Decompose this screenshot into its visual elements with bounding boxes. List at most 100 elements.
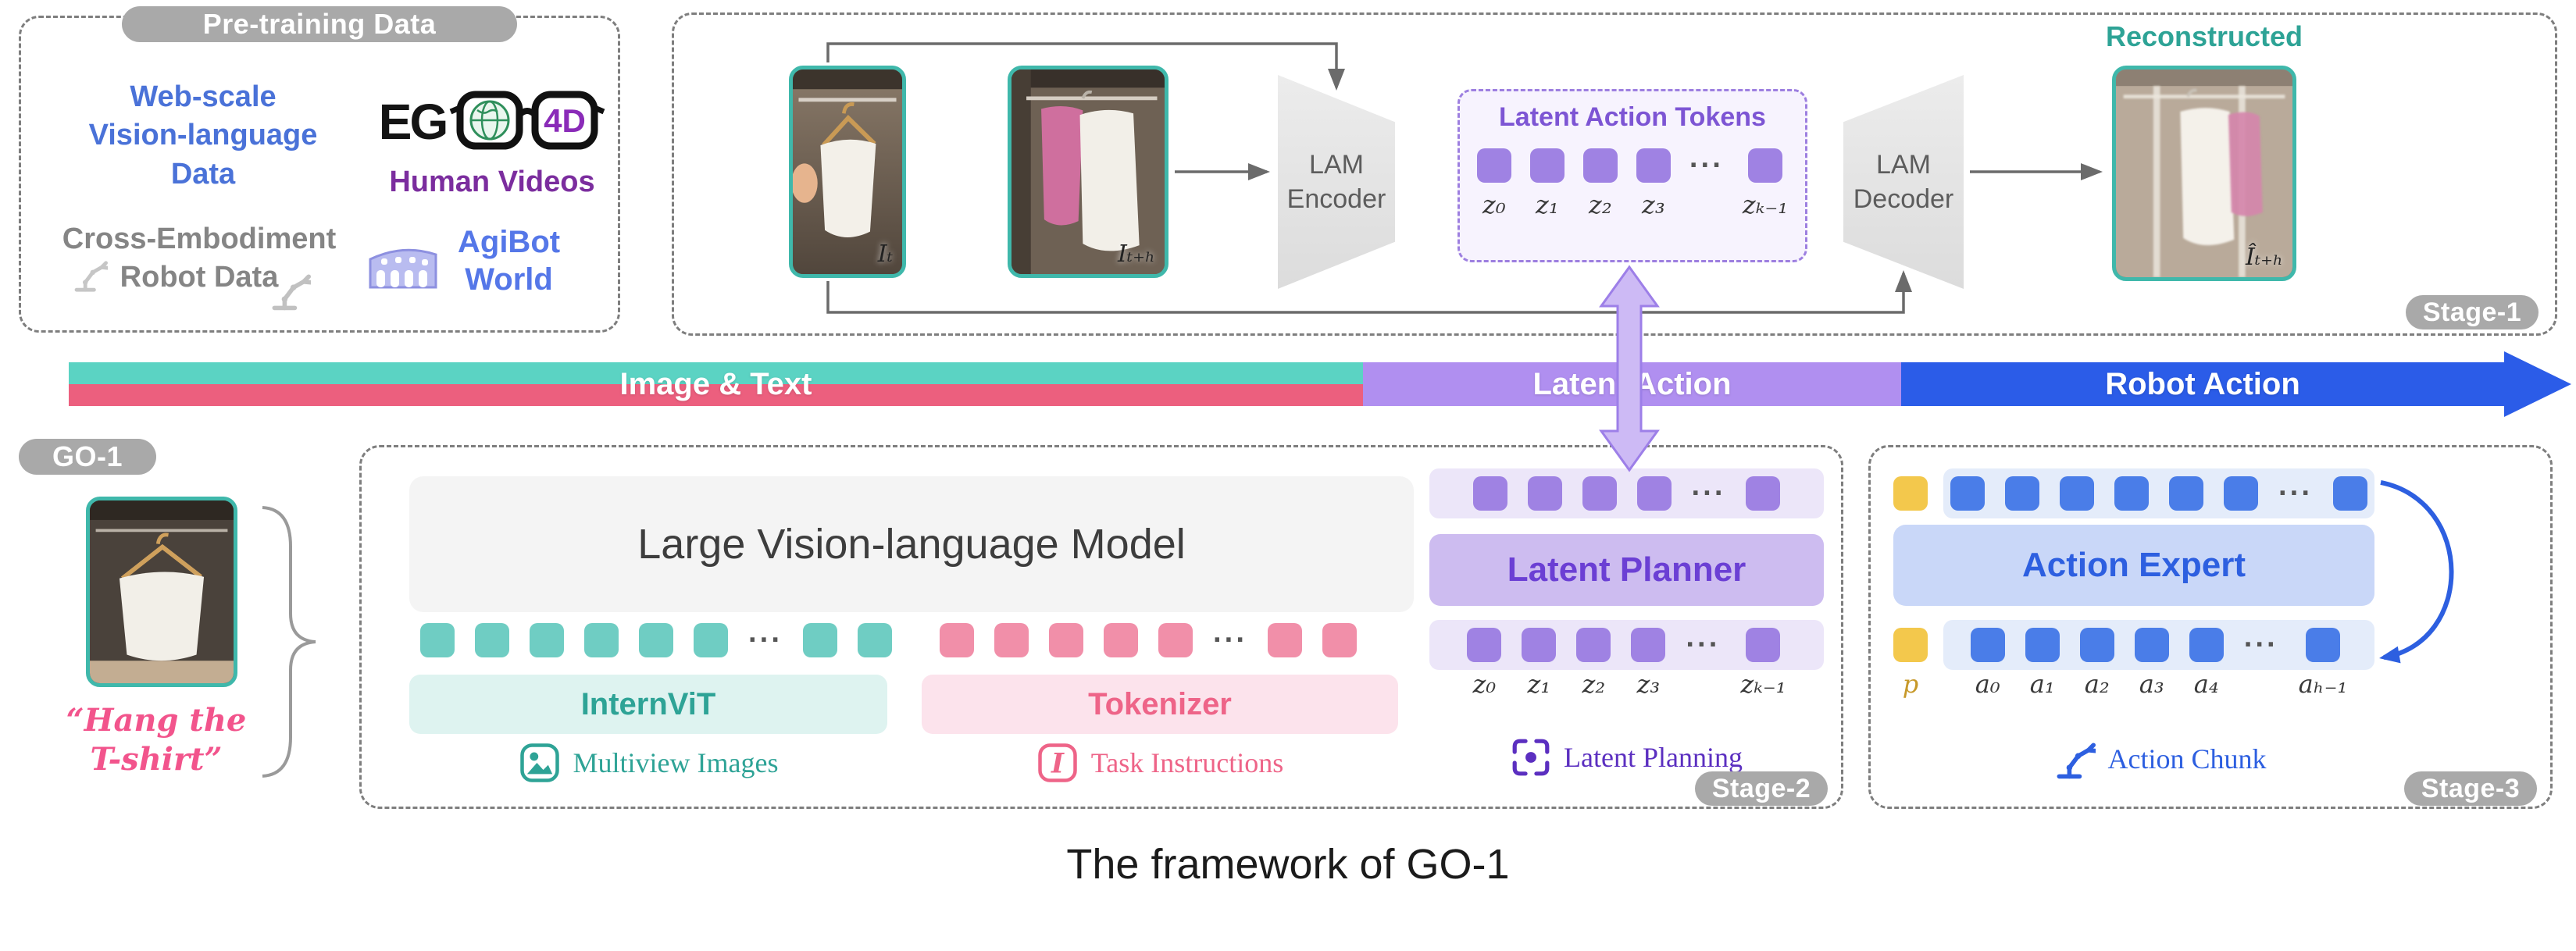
token-square bbox=[1893, 628, 1928, 662]
token: p bbox=[1893, 628, 1928, 696]
token bbox=[2114, 476, 2150, 511]
token-square bbox=[1522, 628, 1557, 662]
token-square bbox=[694, 623, 729, 657]
token-ellipsis: ··· bbox=[1213, 623, 1247, 657]
ego4d-logo: EG 4D bbox=[359, 87, 625, 156]
go1-badge: GO-1 bbox=[19, 439, 156, 475]
multiview-images-icon bbox=[519, 743, 559, 782]
multiview-images-label: Multiview Images bbox=[573, 747, 779, 778]
token-label: aₕ₋₁ bbox=[2298, 669, 2348, 699]
token bbox=[530, 623, 565, 657]
token bbox=[639, 623, 674, 657]
token: z₀ bbox=[1476, 148, 1511, 217]
pretraining-title-badge: Pre-training Data bbox=[122, 6, 517, 42]
closet-photo-art bbox=[90, 500, 234, 683]
expert-input-token-row: ··· bbox=[1943, 468, 2374, 511]
token-label: z₂ bbox=[1589, 190, 1612, 219]
token-square bbox=[2305, 628, 2340, 662]
token-square bbox=[940, 623, 975, 657]
action-chunk-label: Action Chunk bbox=[2107, 743, 2267, 775]
token-square bbox=[1267, 623, 1302, 657]
stage3-box bbox=[1868, 445, 2553, 809]
cross-embodiment-label: Cross-Embodiment Robot Data bbox=[62, 223, 337, 294]
token-square bbox=[1636, 148, 1671, 183]
task-instructions-icon: I bbox=[1038, 743, 1077, 782]
reconstructed-frame-label: Îₜ₊ₕ bbox=[2245, 244, 2283, 271]
token-square bbox=[857, 623, 892, 657]
token-square bbox=[639, 623, 674, 657]
figure-caption: The framework of GO-1 bbox=[1066, 841, 1510, 888]
token-square bbox=[1467, 628, 1502, 662]
token-square bbox=[1104, 623, 1139, 657]
globe-icon bbox=[469, 100, 510, 141]
token: aₕ₋₁ bbox=[2298, 628, 2348, 699]
ellipsis-glyph: ··· bbox=[1686, 629, 1721, 661]
closet-photo-art bbox=[2116, 69, 2292, 277]
future-frame-image: Iₜ₊ₕ bbox=[1008, 66, 1168, 278]
token-square bbox=[1746, 628, 1781, 662]
token-square bbox=[1970, 628, 2005, 662]
token-square bbox=[1631, 628, 1666, 662]
latent-action-tokens-title: Latent Action Tokens bbox=[1499, 102, 1766, 132]
token-square bbox=[2189, 628, 2224, 662]
token bbox=[802, 623, 837, 657]
token bbox=[2332, 476, 2367, 511]
state-token-top bbox=[1893, 476, 1928, 511]
planner-input-strip: ··· bbox=[1429, 468, 1824, 518]
token bbox=[1746, 476, 1781, 511]
token-label: z₂ bbox=[1582, 669, 1606, 699]
token-square bbox=[1950, 476, 1986, 511]
token bbox=[1582, 476, 1617, 511]
token: a₃ bbox=[2134, 628, 2169, 696]
token bbox=[1636, 476, 1672, 511]
task-instructions-label: Task Instructions bbox=[1090, 747, 1284, 778]
ellipsis-glyph: ··· bbox=[748, 624, 783, 657]
token bbox=[1893, 476, 1928, 511]
latent-planning-icon bbox=[1512, 739, 1550, 776]
band-robot-action-label: Robot Action bbox=[2105, 366, 2300, 401]
state-token-bottom: p bbox=[1893, 628, 1928, 696]
token-square bbox=[994, 623, 1029, 657]
text-token-row: ··· bbox=[929, 623, 1367, 657]
action-expert-block: Action Expert bbox=[1893, 525, 2374, 606]
band-image-text-label: Image & Text bbox=[619, 366, 812, 401]
band-arrowhead bbox=[2504, 351, 2571, 417]
token-square bbox=[1582, 476, 1617, 511]
token-square bbox=[1476, 148, 1511, 183]
token bbox=[694, 623, 729, 657]
latent-planning-label: Latent Planning bbox=[1564, 742, 1743, 773]
token bbox=[1267, 623, 1302, 657]
token-square bbox=[475, 623, 510, 657]
multiview-images-caption: Multiview Images bbox=[437, 742, 859, 784]
token bbox=[994, 623, 1029, 657]
token-square bbox=[2134, 628, 2169, 662]
token bbox=[2005, 476, 2040, 511]
token-label: a₁ bbox=[2029, 669, 2055, 699]
token-square bbox=[2169, 476, 2204, 511]
token-square bbox=[1049, 623, 1084, 657]
token: z₃ bbox=[1631, 628, 1666, 696]
band-latent-action-label: Latent Action bbox=[1532, 366, 1732, 401]
token bbox=[584, 623, 619, 657]
token-label: zₖ₋₁ bbox=[1740, 669, 1786, 699]
agibot-world-label: AgiBot World bbox=[458, 225, 561, 297]
token: zₖ₋₁ bbox=[1740, 628, 1786, 696]
internvit-block: InternViT bbox=[409, 675, 887, 734]
latent-planner-block: Latent Planner bbox=[1429, 534, 1824, 606]
token bbox=[2224, 476, 2259, 511]
token-ellipsis: ··· bbox=[1692, 476, 1726, 511]
token-square bbox=[584, 623, 619, 657]
reconstructed-frame-image: Îₜ₊ₕ bbox=[2112, 66, 2296, 281]
current-frame-label: Iₜ bbox=[877, 240, 893, 268]
band-teal-stripe bbox=[69, 362, 1363, 384]
token bbox=[857, 623, 892, 657]
robot-arm-icon bbox=[2057, 743, 2096, 779]
ego4d-glasses-icon: 4D bbox=[449, 91, 605, 150]
token-ellipsis: ··· bbox=[1689, 148, 1724, 192]
lvm-block: Large Vision-language Model bbox=[409, 476, 1414, 612]
token-square bbox=[2224, 476, 2259, 511]
tokenizer-block: Tokenizer bbox=[922, 675, 1398, 734]
token-square bbox=[1472, 476, 1507, 511]
